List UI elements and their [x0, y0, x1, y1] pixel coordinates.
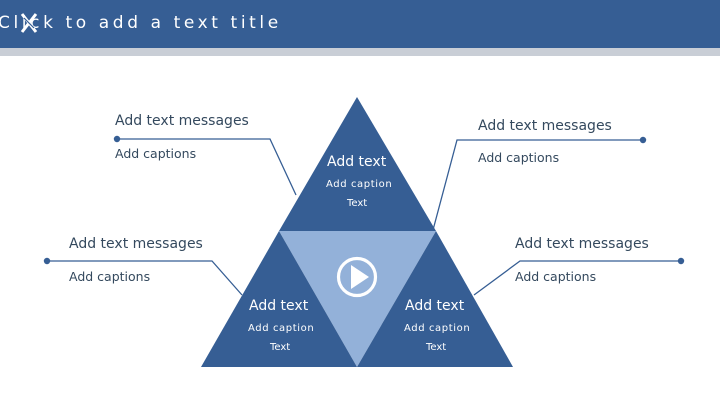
- cursor-icon: [20, 13, 38, 33]
- triangle-left[interactable]: [201, 231, 357, 367]
- triangle-right-caption: Add caption: [404, 323, 471, 334]
- header-strip: [0, 48, 720, 56]
- connector-dot-top-right: [639, 136, 647, 144]
- connector-dot-right: [677, 257, 685, 265]
- callout-caption-top-right: Add captions: [478, 150, 560, 165]
- triangle-top-sub: Text: [347, 198, 368, 209]
- triangle-left-sub: Text: [270, 342, 291, 353]
- triangle-left-caption: Add caption: [248, 323, 315, 334]
- triangle-right-sub: Text: [426, 342, 447, 353]
- triangle-center[interactable]: [279, 231, 436, 367]
- triangle-right-title: Add text: [405, 298, 465, 314]
- triangle-top-title: Add text: [327, 154, 387, 170]
- callout-caption-right: Add captions: [515, 269, 597, 284]
- connector-line-right: [473, 260, 681, 296]
- slide-title[interactable]: Click to add a text title: [0, 13, 282, 33]
- connector-dot-left: [43, 257, 51, 265]
- callout-heading-left: Add text messages: [69, 236, 203, 252]
- connector-line-top-left: [117, 138, 297, 196]
- callout-caption-top-left: Add captions: [115, 146, 197, 161]
- callout-caption-left: Add captions: [69, 269, 151, 284]
- header-bar: [0, 0, 720, 48]
- callout-heading-top-right: Add text messages: [478, 118, 612, 134]
- connector-line-top-right: [432, 139, 643, 231]
- connector-line-left: [47, 260, 243, 296]
- triangle-left-title: Add text: [249, 298, 309, 314]
- triangle-top[interactable]: [279, 97, 436, 231]
- connector-dot-top-left: [113, 135, 121, 143]
- callout-heading-top-left: Add text messages: [115, 113, 249, 129]
- triangle-right[interactable]: [357, 231, 513, 367]
- callout-heading-right: Add text messages: [515, 236, 649, 252]
- play-icon[interactable]: [336, 256, 378, 298]
- triangle-top-caption: Add caption: [326, 179, 393, 190]
